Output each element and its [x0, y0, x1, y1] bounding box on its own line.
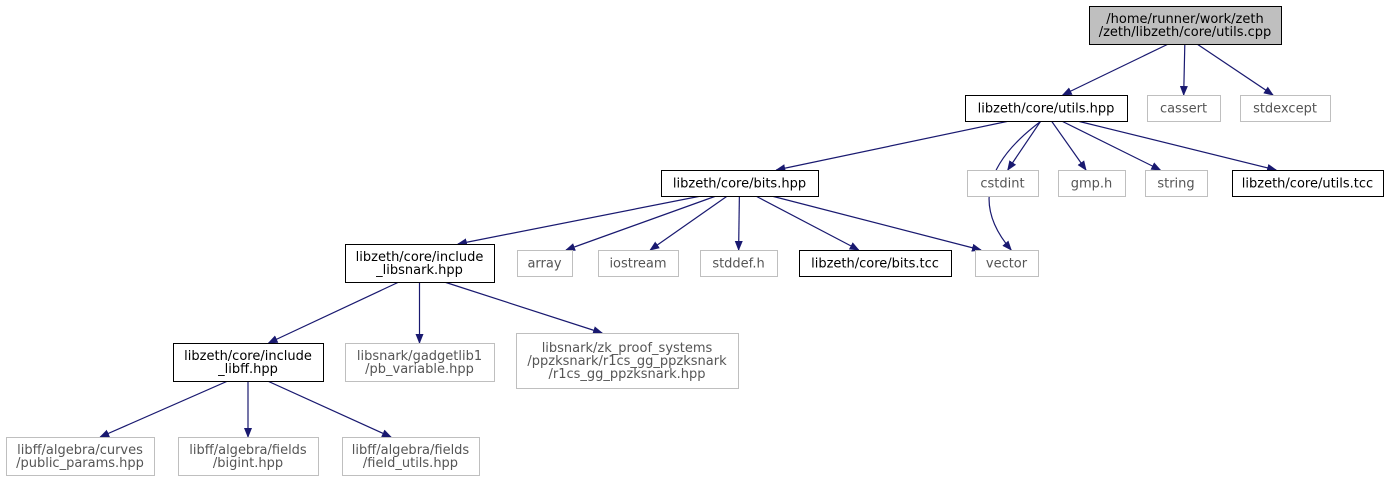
- edge-bits_hpp-to-iostream: [649, 195, 728, 251]
- edge-bits_hpp-to-stddef_h: [734, 195, 743, 251]
- edge-include_libff-to-public_params: [99, 380, 229, 438]
- node-label-line: libzeth/core/utils.tcc: [1242, 177, 1373, 192]
- node-label-line: stddef.h: [712, 257, 764, 272]
- node-box: [6, 437, 155, 476]
- node-label-line: /public_params.hpp: [16, 456, 144, 471]
- node-label-line: /ppzksnark/r1cs_gg_ppzksnark: [527, 354, 727, 369]
- node-box: [1058, 170, 1126, 197]
- edge-bits_hpp-to-array: [565, 195, 717, 251]
- node-r1cs-gg[interactable]: libsnark/zk_proof_systems/ppzksnark/r1cs…: [516, 333, 739, 389]
- node-label-line: _libsnark.hpp: [375, 263, 463, 278]
- node-label-line: cassert: [1160, 102, 1207, 117]
- edge-utils_cpp-to-cassert: [1179, 43, 1188, 96]
- node-box: [517, 250, 573, 277]
- nodes-layer: /home/runner/work/zeth/zeth/libzeth/core…: [6, 6, 1384, 476]
- node-utils-hpp[interactable]: libzeth/core/utils.hpp: [965, 95, 1128, 122]
- node-box: [975, 250, 1039, 277]
- node-label-line: /field_utils.hpp: [363, 456, 458, 471]
- edge-include_libsnark-to-include_libff: [267, 281, 400, 344]
- node-box: [178, 437, 319, 476]
- edge-utils_hpp-to-string: [1061, 120, 1162, 171]
- node-utils-cpp[interactable]: /home/runner/work/zeth/zeth/libzeth/core…: [1089, 6, 1282, 45]
- node-label-line: libff/algebra/fields: [189, 443, 307, 458]
- node-label-line: /bigint.hpp: [213, 456, 283, 471]
- node-label-line: array: [527, 257, 561, 272]
- node-label-line: string: [1157, 177, 1194, 192]
- node-box: [345, 244, 495, 283]
- node-box: [516, 333, 739, 389]
- edge-include_libff-to-field_utils: [267, 380, 392, 438]
- node-label-line: _libff.hpp: [217, 362, 278, 377]
- node-utils-tcc[interactable]: libzeth/core/utils.tcc: [1232, 170, 1384, 197]
- node-label-line: /zeth/libzeth/core/utils.cpp: [1099, 25, 1272, 40]
- node-field-utils[interactable]: libff/algebra/fields/field_utils.hpp: [342, 437, 480, 476]
- node-box: [967, 170, 1039, 197]
- node-label-line: cstdint: [980, 177, 1024, 192]
- node-pb-variable[interactable]: libsnark/gadgetlib1/pb_variable.hpp: [345, 343, 495, 382]
- edge-bits_hpp-to-vector: [771, 195, 982, 252]
- node-box: [173, 343, 324, 382]
- edge-utils_hpp-to-cstdint: [1007, 120, 1042, 171]
- node-box: [1232, 170, 1384, 197]
- edge-bits_hpp-to-bits_tcc: [755, 195, 860, 251]
- node-public-params[interactable]: libff/algebra/curves/public_params.hpp: [6, 437, 155, 476]
- node-stdexcept[interactable]: stdexcept: [1240, 95, 1331, 122]
- node-bits-hpp[interactable]: libzeth/core/bits.hpp: [661, 170, 819, 197]
- node-label-line: /home/runner/work/zeth: [1106, 12, 1263, 27]
- node-box: [345, 343, 495, 382]
- node-box: [1240, 95, 1331, 122]
- node-label-line: libzeth/core/utils.hpp: [978, 102, 1115, 117]
- node-bigint[interactable]: libff/algebra/fields/bigint.hpp: [178, 437, 319, 476]
- node-box: [1147, 95, 1221, 122]
- node-label-line: stdexcept: [1253, 102, 1317, 117]
- node-label-line: libff/algebra/fields: [352, 443, 470, 458]
- edge-include_libsnark-to-r1cs_gg: [444, 281, 604, 335]
- node-include-libsnark[interactable]: libzeth/core/include_libsnark.hpp: [345, 244, 495, 283]
- node-gmp-h[interactable]: gmp.h: [1058, 170, 1126, 197]
- node-box: [1145, 170, 1208, 197]
- node-label-line: vector: [986, 257, 1028, 272]
- node-label-line: iostream: [609, 257, 666, 272]
- node-string[interactable]: string: [1145, 170, 1208, 197]
- node-bits-tcc[interactable]: libzeth/core/bits.tcc: [799, 250, 952, 277]
- node-stddef-h[interactable]: stddef.h: [700, 250, 778, 277]
- node-label-line: libzeth/core/include: [184, 349, 312, 364]
- node-label-line: libff/algebra/curves: [17, 443, 143, 458]
- node-array[interactable]: array: [517, 250, 573, 277]
- edge-utils_cpp-to-utils_hpp: [1061, 43, 1169, 96]
- node-vector[interactable]: vector: [975, 250, 1039, 277]
- edge-utils_hpp-to-bits_hpp: [775, 120, 1010, 173]
- node-box: [342, 437, 480, 476]
- node-box: [598, 250, 679, 277]
- edge-bits_hpp-to-include_libsnark: [456, 195, 702, 247]
- node-label-line: /r1cs_gg_ppzksnark.hpp: [548, 367, 705, 382]
- node-cassert[interactable]: cassert: [1147, 95, 1221, 122]
- node-label-line: libzeth/core/bits.tcc: [811, 257, 939, 272]
- node-label-line: /pb_variable.hpp: [365, 362, 474, 377]
- edge-utils_hpp-to-gmp_h: [1050, 120, 1087, 171]
- node-box: [700, 250, 778, 277]
- node-label-line: libsnark/gadgetlib1: [357, 349, 482, 364]
- node-label-line: libzeth/core/bits.hpp: [673, 177, 806, 192]
- node-box: [799, 250, 952, 277]
- node-box: [965, 95, 1128, 122]
- node-label-line: libzeth/core/include: [356, 250, 484, 265]
- edge-utils_hpp-to-utils_tcc: [1077, 120, 1278, 172]
- node-include-libff[interactable]: libzeth/core/include_libff.hpp: [173, 343, 324, 382]
- node-box: [661, 170, 819, 197]
- node-label-line: libsnark/zk_proof_systems: [542, 341, 713, 356]
- node-cstdint[interactable]: cstdint: [967, 170, 1039, 197]
- edge-utils_cpp-to-stdexcept: [1196, 43, 1274, 96]
- node-box: [1089, 6, 1282, 45]
- node-label-line: gmp.h: [1071, 177, 1113, 192]
- node-iostream[interactable]: iostream: [598, 250, 679, 277]
